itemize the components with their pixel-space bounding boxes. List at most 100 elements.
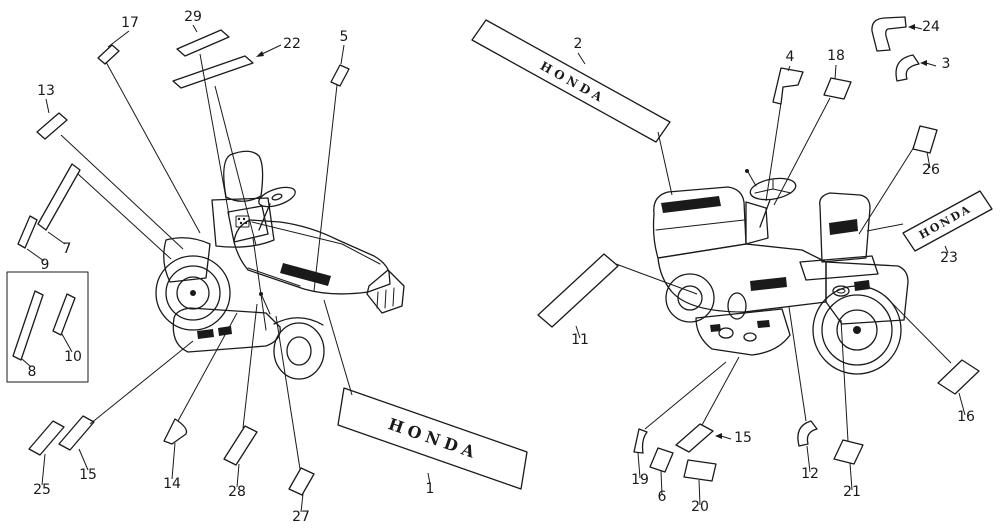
mower-deck <box>172 307 281 353</box>
rear-right-wheel-axle <box>853 326 861 334</box>
tick-14 <box>171 442 176 480</box>
seat-cushion <box>799 255 879 281</box>
dash-sticker <box>235 215 250 228</box>
front-right-wheel <box>727 292 747 320</box>
tick-26 <box>926 151 931 169</box>
shift-lever <box>261 295 271 315</box>
callout-2: 2 <box>574 36 583 52</box>
deck-stripe-decal <box>197 329 214 339</box>
decal-8 <box>12 290 44 361</box>
callout-5: 5 <box>340 29 349 45</box>
front-left-wheel-tire <box>155 255 231 331</box>
tick-16 <box>958 392 966 416</box>
leader-line-1 <box>323 299 353 396</box>
decal-4 <box>772 67 804 105</box>
deck-decal <box>710 324 721 332</box>
hood-crease <box>251 221 381 265</box>
rear-body-decal <box>854 280 870 291</box>
decal-9 <box>17 215 38 249</box>
tick-19 <box>637 452 641 479</box>
decal-27 <box>288 467 315 496</box>
tick-23 <box>944 245 949 254</box>
decal-24 <box>871 16 907 52</box>
leader-line-16 <box>884 295 952 364</box>
leader-line-19 <box>644 361 727 430</box>
decal-20 <box>683 459 717 482</box>
hood-top-stripe-decal <box>661 196 721 213</box>
callout-26: 26 <box>922 162 940 178</box>
tick-5 <box>340 44 345 65</box>
callout-6: 6 <box>658 489 667 505</box>
callout-3: 3 <box>942 56 951 72</box>
tick-27 <box>300 493 304 513</box>
decal-5 <box>330 64 350 87</box>
callout-23: 23 <box>940 250 958 266</box>
throttle-lever <box>747 171 757 187</box>
callout-7: 7 <box>63 241 72 257</box>
decal-17 <box>97 44 120 65</box>
tick-8 <box>21 358 32 368</box>
arrowhead-22 <box>256 51 264 57</box>
decal-14 <box>163 418 188 445</box>
tick-6 <box>660 470 663 496</box>
left-tractor-view <box>155 150 405 380</box>
leader-line-15-right <box>701 356 740 426</box>
callout-9: 9 <box>41 257 50 273</box>
leader-line-7 <box>77 173 172 260</box>
leader-lines <box>21 24 966 513</box>
grille-slat <box>384 289 387 309</box>
leader-line-11 <box>615 263 698 295</box>
arrow-line-15-right <box>720 435 732 440</box>
tick-21 <box>849 462 853 491</box>
front-left-wheel-axle <box>190 290 196 296</box>
decal-19 <box>633 428 648 454</box>
leader-line-12 <box>788 306 807 422</box>
callout-13: 13 <box>37 83 55 99</box>
decal-10 <box>52 293 76 336</box>
callout-22: 22 <box>283 36 301 52</box>
front-right-wheel-rim <box>286 336 312 366</box>
rear-right-wheel-tire <box>812 285 902 375</box>
decal-16 <box>937 359 980 395</box>
callout-29: 29 <box>184 9 202 25</box>
arrowhead-24 <box>908 24 915 30</box>
callout-15-right: 15 <box>734 430 752 446</box>
hood-side-stripe-decal <box>280 263 331 286</box>
tick-12 <box>806 445 811 473</box>
leader-line-28 <box>242 303 258 429</box>
decal-1 <box>337 387 528 490</box>
callout-14: 14 <box>163 476 181 492</box>
decal-18 <box>823 77 852 100</box>
floor-body <box>657 243 827 313</box>
callout-4: 4 <box>786 49 795 65</box>
arrow-line-22 <box>261 44 282 55</box>
fender-stripe-decal <box>750 277 787 291</box>
decal-13 <box>36 112 68 140</box>
decal-29 <box>176 29 230 57</box>
callout-16: 16 <box>957 409 975 425</box>
callout-numbers: 17 29 22 5 13 7 9 8 10 25 15 14 28 27 1 … <box>28 9 975 525</box>
leader-line-14 <box>177 312 238 422</box>
hood-lower-crease <box>247 267 301 287</box>
tick-7 <box>47 231 66 245</box>
steering-wheel <box>258 186 296 208</box>
shift-knob <box>259 292 263 296</box>
steering-spoke <box>772 188 792 194</box>
tick-11 <box>575 325 581 339</box>
callout-24: 24 <box>922 19 940 35</box>
steering-wheel <box>749 177 797 201</box>
tick-20 <box>698 479 701 506</box>
callout-18: 18 <box>827 48 845 64</box>
seat-stripe-decal <box>829 219 858 235</box>
rear-right-wheel-hub <box>836 309 878 351</box>
leader-line-22 <box>214 85 257 246</box>
hood <box>652 186 747 259</box>
steering-column <box>759 199 771 228</box>
front-grille <box>366 269 405 314</box>
dash-sticker-dot <box>239 221 243 225</box>
deck-port <box>743 332 757 342</box>
tick-15-left <box>78 448 89 471</box>
leader-line-21 <box>840 319 849 442</box>
front-left-wheel-rim <box>677 285 703 311</box>
